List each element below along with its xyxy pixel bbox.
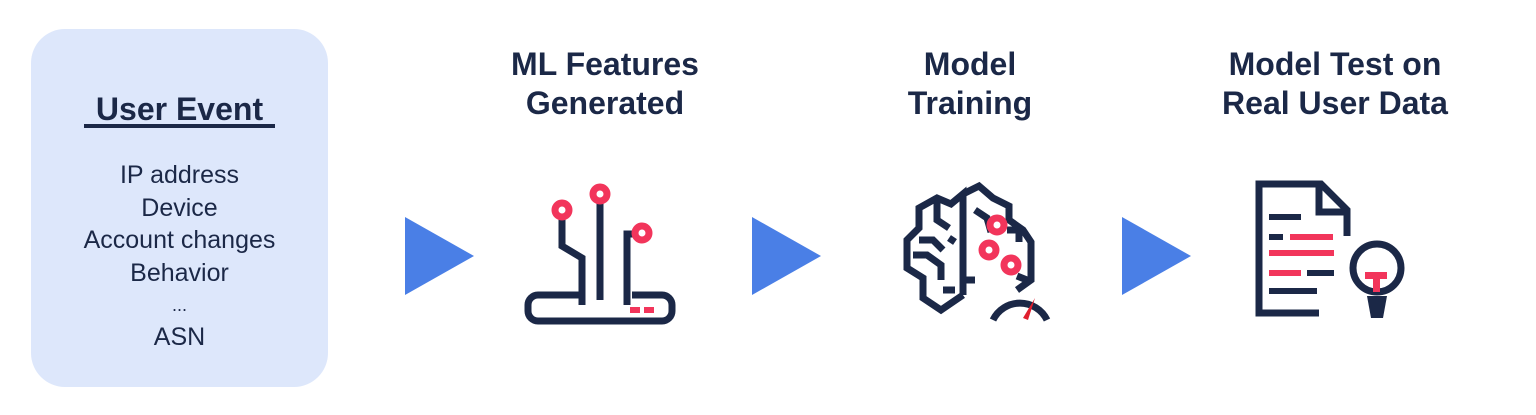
card-title: User Event xyxy=(95,91,264,127)
document-lightbulb-icon xyxy=(1255,180,1405,318)
list-item: Behavior xyxy=(130,258,229,287)
user-event-card: User Event IP address Device Account cha… xyxy=(31,29,328,387)
brain-gauge-icon xyxy=(903,181,1051,322)
step-heading-model-test: Model Test on Real User Data xyxy=(1222,46,1448,121)
arrow-icon xyxy=(405,217,474,295)
list-item-ellipsis: ... xyxy=(171,295,187,315)
circuit-board-icon xyxy=(524,183,676,325)
arrow-icon xyxy=(752,217,821,295)
step-heading-model-training: Model Training xyxy=(907,46,1033,121)
list-item: Account changes xyxy=(83,226,276,254)
list-item: ASN xyxy=(153,323,206,351)
divider xyxy=(84,124,275,128)
step-heading-ml-features: ML Features Generated xyxy=(511,46,699,121)
list-item: IP address xyxy=(119,161,240,189)
list-item: Device xyxy=(141,193,218,222)
arrow-icon xyxy=(1122,217,1191,295)
event-attribute-list: IP address Device Account changes Behavi… xyxy=(31,159,328,354)
